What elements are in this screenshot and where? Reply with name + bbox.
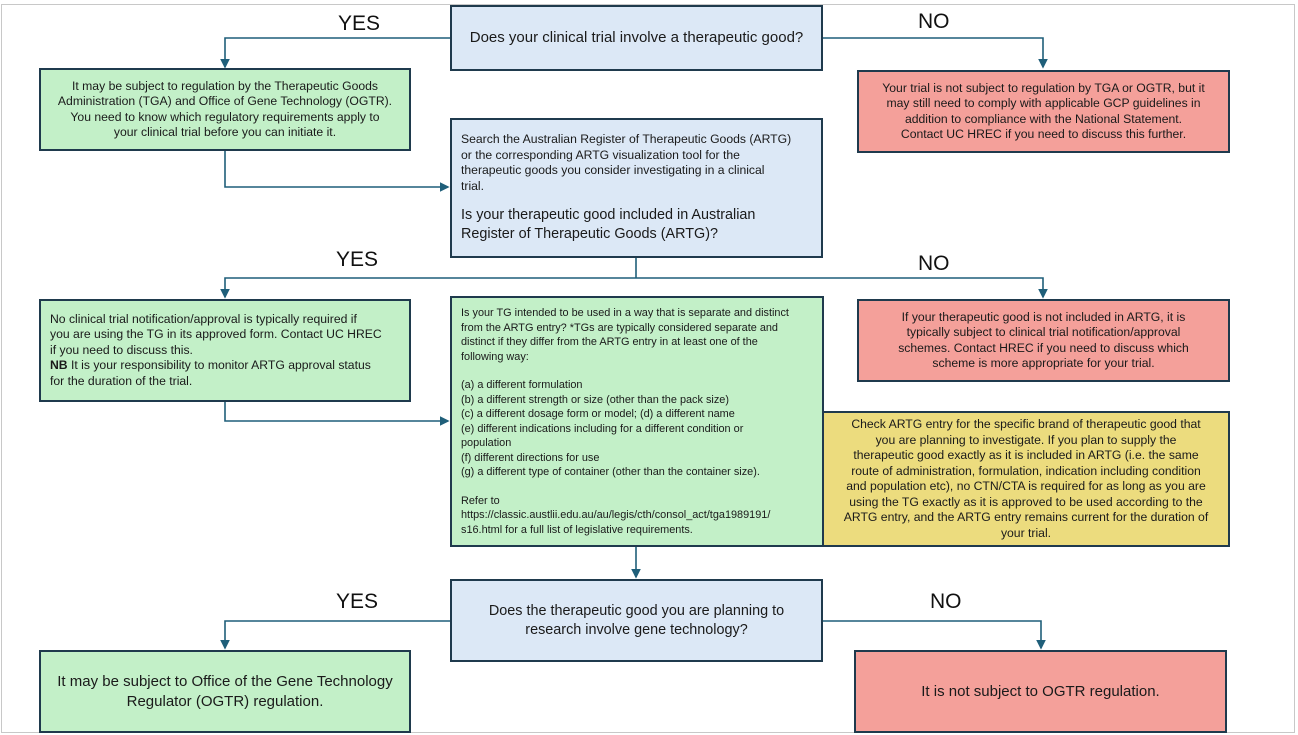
text-line: if you need to discuss this. (50, 342, 193, 357)
q1-yes-connector (220, 37, 451, 69)
text-line: No clinical trial notification/approval … (50, 311, 357, 326)
q2-no-connector (636, 277, 1048, 299)
question-line: Is your therapeutic good included in Aus… (461, 207, 756, 223)
question-line: research involve gene technology? (525, 621, 748, 638)
q2-no-label: NO (918, 252, 950, 275)
text-line: Regulator (OGTR) regulation. (126, 692, 324, 710)
text-line: Administration (TGA) and Office of Gene … (57, 94, 393, 108)
text-line: scheme is more appropriate for your tria… (932, 356, 1155, 370)
q2-yes-label: YES (336, 248, 379, 271)
q2-no-box: If your therapeutic good is not included… (857, 299, 1230, 382)
text-line: You need to know which regulatory requir… (70, 109, 380, 124)
text-line: distinct if they differ from the ARTG en… (461, 336, 758, 348)
legislation-url: https://classic.austlii.edu.au/au/legis/… (461, 509, 771, 521)
text-line: may still need to comply with applicable… (886, 96, 1201, 110)
q2-yes-box: No clinical trial notification/approval … (39, 299, 411, 402)
text-line: If your therapeutic good is not included… (901, 309, 1186, 324)
nb-line: NB It is your responsibility to monitor … (50, 358, 400, 374)
text-line: for the duration of the trial. (50, 373, 193, 388)
text-line: trial. (461, 178, 485, 193)
text-line: s16.html for a full list of legislative … (461, 523, 693, 536)
criteria-item: (b) a different strength or size (other … (461, 393, 729, 406)
q1-yes-box: It may be subject to regulation by the T… (39, 68, 411, 151)
text-line: schemes. Contact HREC if you need to dis… (898, 340, 1189, 355)
q1-yes-label: YES (338, 12, 381, 35)
text-line: following way: (461, 350, 529, 363)
q4-no-connector (822, 620, 1046, 650)
q4-no-label: NO (930, 590, 962, 613)
q1-no-box: Your trial is not subject to regulation … (857, 70, 1230, 153)
criteria-item: population (461, 437, 512, 449)
text-line: Your trial is not subject to regulation … (882, 80, 1205, 95)
text-line: you are using the TG in its approved for… (50, 327, 382, 342)
text-line: your clinical trial before you can initi… (113, 125, 337, 139)
text-line: Search the Australian Register of Therap… (461, 132, 792, 146)
text-line: ARTG entry, and the ARTG entry remains c… (843, 510, 1209, 524)
text-line: Is your TG intended to be used in a way … (461, 307, 789, 319)
artg-entry-note-box: Check ARTG entry for the specific brand … (822, 411, 1230, 547)
text-line: It may be subject to regulation by the T… (72, 78, 378, 93)
text-line: Contact UC HREC if you need to discuss t… (900, 127, 1187, 141)
text-line: It may be subject to Office of the Gene … (57, 673, 393, 690)
slide-frame (1, 4, 1295, 733)
text-line: and population etc), no CTN/CTA is requi… (846, 479, 1206, 493)
text-line: you are planning to investigate. If you … (875, 432, 1177, 447)
question-therapeutic-good: Does your clinical trial involve a thera… (450, 5, 823, 71)
nb-label: NB (50, 358, 68, 373)
text-line: Refer to (461, 494, 500, 507)
q2-yes-to-q3-connector (224, 401, 450, 426)
q1-yes-to-q2-connector (224, 150, 450, 192)
q4-yes-label: YES (336, 590, 379, 613)
text-line: your trial. (1000, 525, 1052, 540)
text-line: route of administration, formulation, in… (851, 463, 1201, 478)
nb-text: It is your responsibility to monitor ART… (67, 358, 371, 373)
criteria-item: (a) a different formulation (461, 379, 583, 391)
q2-yes-connector (220, 277, 636, 299)
criteria-item: (e) different indications including for … (461, 422, 744, 435)
text-line: typically subject to clinical trial noti… (906, 325, 1181, 339)
criteria-item: (g) a different type of container (other… (461, 466, 760, 478)
text-line: Check ARTG entry for the specific brand … (851, 417, 1201, 431)
text-line: from the ARTG entry? *TGs are typically … (461, 321, 778, 334)
question-line: Does the therapeutic good you are planni… (488, 602, 785, 619)
q4-yes-box: It may be subject to Office of the Gene … (39, 650, 411, 733)
text-line: It is not subject to OGTR regulation. (921, 682, 1160, 700)
text-line: or the corresponding ARTG visualization … (461, 147, 740, 162)
q4-no-box: It is not subject to OGTR regulation. (854, 650, 1227, 733)
q4-yes-connector (220, 620, 451, 650)
question-gene-technology: Does the therapeutic good you are planni… (450, 579, 823, 662)
text-line: addition to compliance with the National… (904, 111, 1183, 126)
criteria-item: (f) different directions for use (461, 451, 600, 464)
text-line: therapeutic goods you consider investiga… (461, 163, 765, 177)
criteria-item: (c) a different dosage form or model; (d… (461, 408, 735, 420)
question-separate-distinct-use: Is your TG intended to be used in a way … (450, 296, 824, 547)
text-line: using the TG exactly as it is approved t… (849, 494, 1203, 509)
question-line: Register of Therapeutic Goods (ARTG)? (461, 226, 719, 242)
question-text: Does your clinical trial involve a thera… (469, 29, 804, 47)
q1-no-label: NO (918, 10, 950, 33)
text-line: therapeutic good exactly as it is includ… (853, 448, 1199, 462)
question-artg-inclusion: Search the Australian Register of Therap… (450, 118, 823, 258)
q1-no-connector (822, 37, 1048, 69)
